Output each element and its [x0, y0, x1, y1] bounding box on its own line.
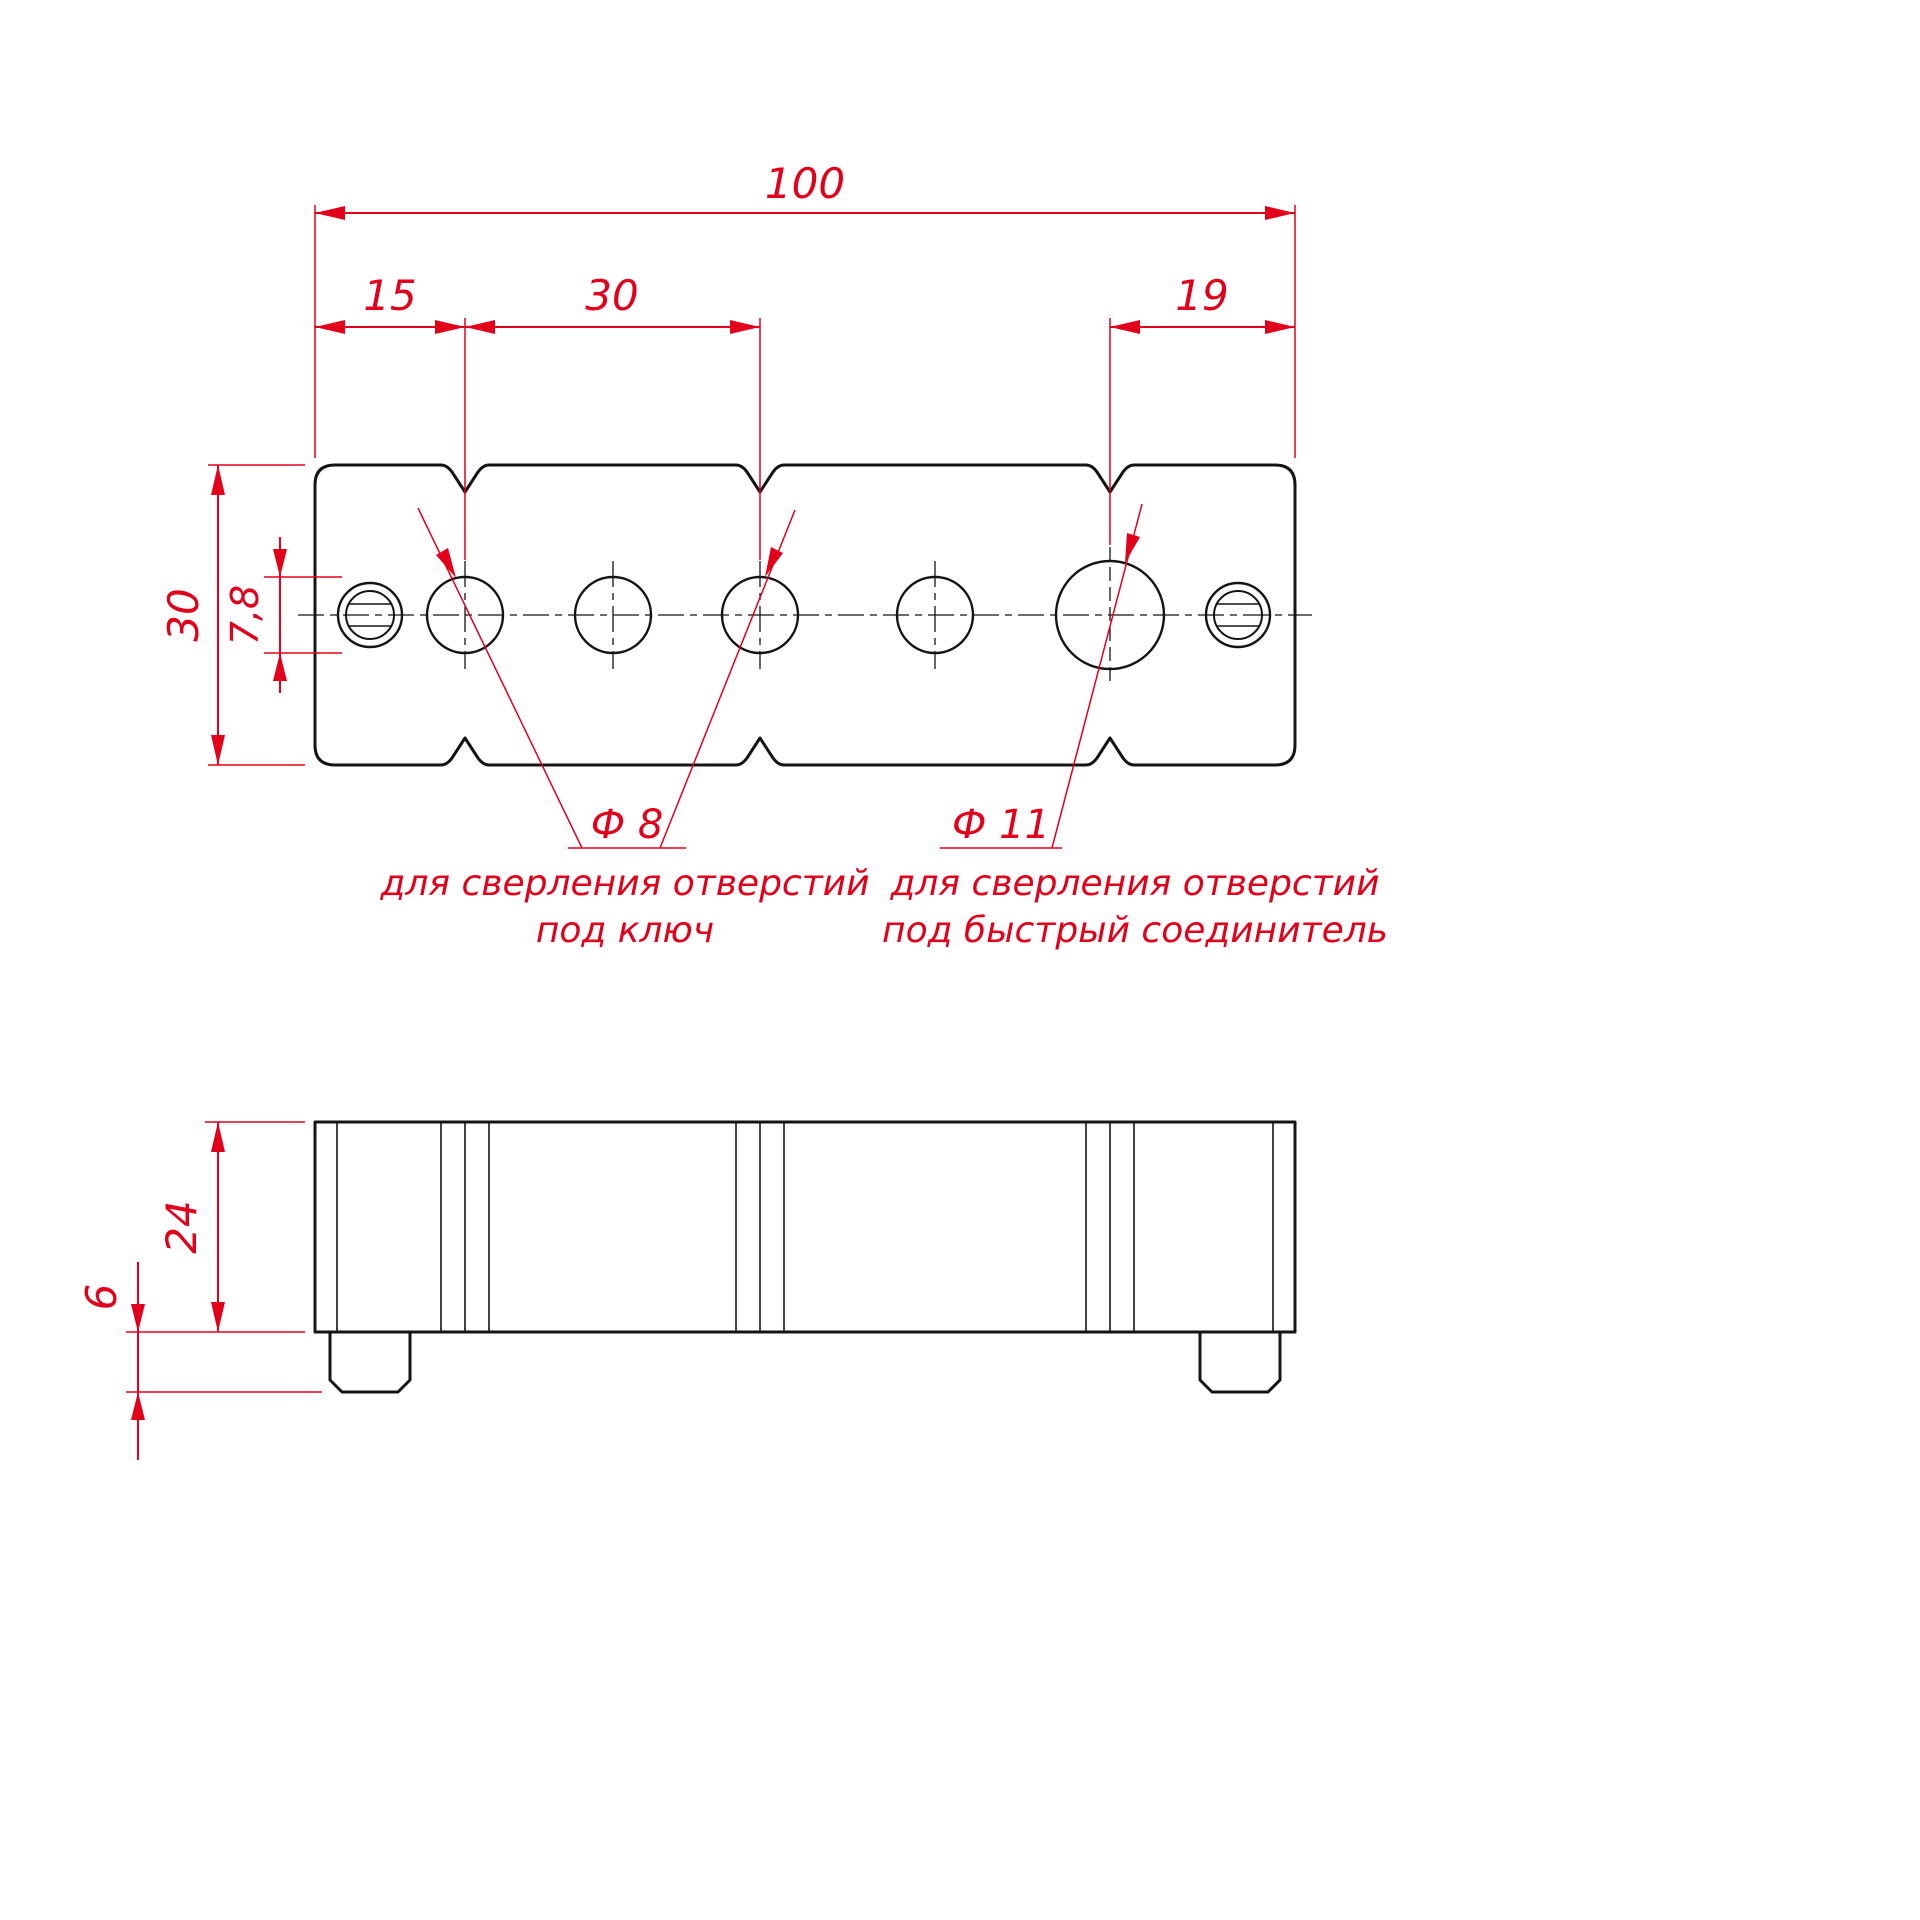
callout-connector-arrow	[1125, 533, 1140, 563]
end-hole-left	[336, 581, 404, 649]
dim-body-height-arrow-top	[211, 1122, 225, 1152]
end-hole-right	[1204, 581, 1272, 649]
dim-plate-width-arrow-bottom	[211, 735, 225, 765]
callout-key-arrow-2	[765, 547, 783, 577]
callout-connector-note-line2: под быстрый соединитель	[882, 910, 1388, 951]
body-outline	[313, 1120, 1297, 1334]
callout-connector-holes: Ф 11 для сверления отверстий под быстрый…	[882, 503, 1388, 951]
callout-connector-leader	[1051, 503, 1143, 849]
dim-slot-width-arrow-top	[273, 549, 287, 577]
callout-key-note-line2: под ключ	[536, 910, 714, 951]
front-view: 24 6	[77, 1120, 1297, 1460]
callout-key-note-line1: для сверления отверстий	[380, 863, 870, 904]
end-hole-left-outer	[336, 581, 404, 649]
dim-overall-length-text: 100	[765, 159, 845, 208]
callout-key-diameter-text: Ф 8	[591, 802, 664, 848]
dim-body-height-text: 24	[157, 1200, 206, 1253]
top-view: 100 15 30 19 30	[159, 159, 1388, 951]
plain-hole-2	[895, 561, 975, 669]
end-hole-right-inner	[1213, 590, 1263, 640]
dim-hole-pitch-arrow-right	[730, 320, 760, 334]
dim-hole-pitch-text: 30	[585, 271, 638, 320]
plate-outline	[313, 463, 1297, 767]
end-hole-left-inner	[345, 590, 395, 640]
foot-right	[1198, 1330, 1282, 1394]
dim-body-height: 24	[157, 1122, 225, 1332]
callout-key-holes: Ф 8 для сверления отверстий под ключ	[380, 507, 870, 951]
callout-connector-diameter-text: Ф 11	[952, 802, 1050, 848]
end-hole-right-outer	[1204, 581, 1272, 649]
dim-plate-width: 30	[159, 465, 225, 765]
dim-first-hole-offset-arrow-left	[315, 320, 345, 334]
callout-key-arrow-1	[436, 548, 456, 578]
dim-last-hole-offset-text: 19	[1175, 271, 1228, 320]
dim-plate-width-arrow-top	[211, 465, 225, 495]
dim-last-hole-offset-arrow-right	[1265, 320, 1295, 334]
key-hole-1	[425, 561, 505, 669]
dim-overall-length: 100	[315, 159, 1295, 220]
key-hole-2	[720, 561, 800, 669]
dim-slot-width: 7,8	[223, 537, 287, 693]
dim-overall-length-arrow-left	[315, 206, 345, 220]
dim-body-height-arrow-bottom	[211, 1302, 225, 1332]
dim-overall-length-arrow-right	[1265, 206, 1295, 220]
dim-plate-width-text: 30	[159, 588, 208, 641]
callout-connector-note-line1: для сверления отверстий	[890, 863, 1380, 904]
dim-foot-height-text: 6	[77, 1284, 126, 1311]
dim-last-hole-offset-arrow-left	[1110, 320, 1140, 334]
dim-last-hole-offset: 19	[1110, 271, 1295, 334]
foot-left	[328, 1330, 412, 1394]
dim-slot-width-text: 7,8	[223, 585, 267, 645]
dim-first-hole-offset-text: 15	[363, 271, 416, 320]
dim-slot-width-arrow-bottom	[273, 653, 287, 681]
dim-first-hole-offset: 15	[315, 271, 465, 334]
dim-hole-pitch-arrow-left	[465, 320, 495, 334]
connector-hole	[1054, 547, 1166, 683]
plain-hole-1	[573, 561, 653, 669]
dim-foot-height: 6	[77, 1262, 145, 1460]
dim-hole-pitch: 30	[465, 271, 760, 334]
dim-foot-height-arrow-bottom	[131, 1392, 145, 1420]
dim-first-hole-offset-arrow-right	[435, 320, 465, 334]
dim-foot-height-arrow-top	[131, 1304, 145, 1332]
